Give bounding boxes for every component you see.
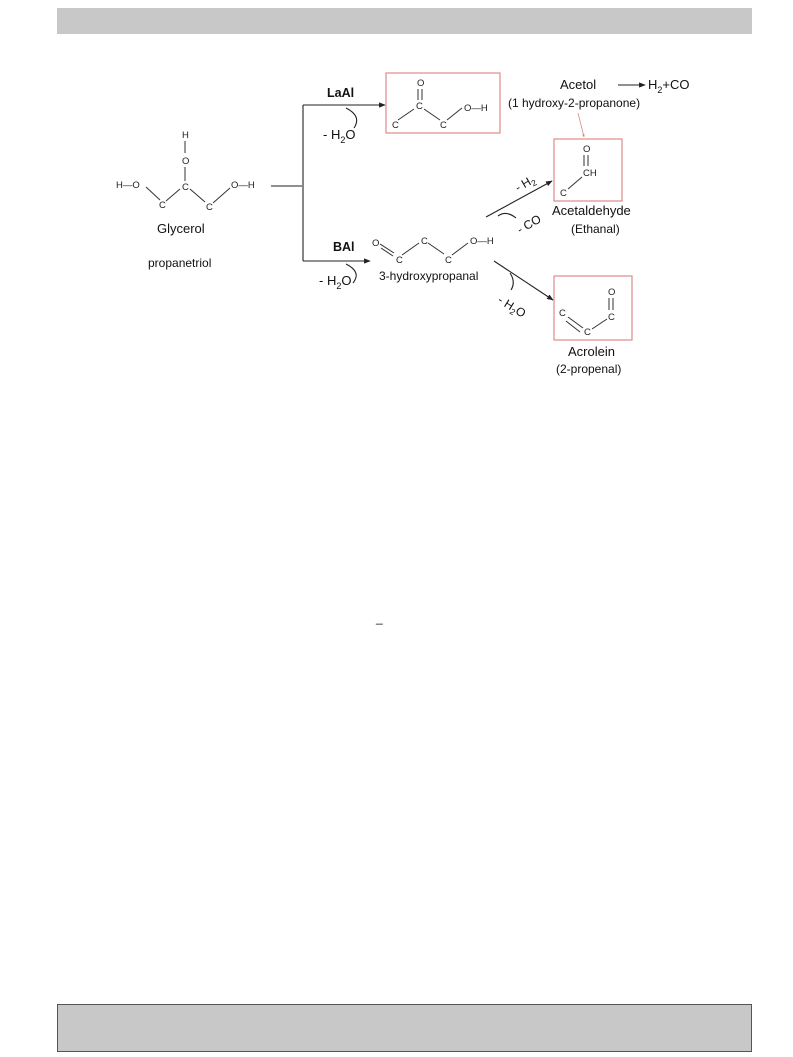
laal-elimination-label: - H2O: [323, 127, 355, 145]
acetol-atom-c2: C: [416, 101, 423, 112]
hydroxypropanal-structure: O C C C O—H: [372, 236, 494, 266]
acrolein-highlight-box: [553, 275, 633, 341]
acetol-to-acetaldehyde-pointer: [577, 112, 585, 138]
acrolein-alt-name: (2-propenal): [556, 362, 621, 376]
acetaldehyde-atom-c: C: [560, 188, 567, 199]
acetaldehyde-loss-co-label: - CO: [515, 212, 544, 237]
acrolein-atom-c1: C: [608, 312, 615, 323]
hpa-atom-c3: C: [445, 255, 452, 266]
acetol-atom-o: O: [417, 78, 424, 89]
acetaldehyde-structure: O CH C: [560, 144, 597, 199]
hydroxypropanal-name: 3-hydroxypropanal: [379, 269, 478, 283]
acetol-atom-c1: C: [392, 120, 399, 131]
acrolein-structure: O C C C: [559, 287, 615, 338]
acrolein-atom-c3: C: [559, 308, 566, 319]
acetaldehyde-loss-curve: [497, 212, 517, 219]
glycerol-bond-c3-o: [212, 187, 231, 204]
glycerol-atom-c1: C: [159, 200, 166, 211]
acetol-name: Acetol: [560, 77, 596, 92]
acetol-highlight-box: [385, 72, 501, 134]
to-acetaldehyde-arrow: [485, 180, 553, 218]
glycerol-bond-c1-c2: [165, 188, 181, 202]
acetaldehyde-alt-name: (Ethanal): [571, 222, 620, 236]
glycerol-atom-c2: C: [182, 182, 189, 193]
acetol-atom-oh: O—H: [464, 103, 488, 114]
glycerol-name: Glycerol: [157, 221, 205, 236]
acetaldehyde-atom-o: O: [583, 144, 590, 155]
glycerol-atom-oh-right: O—H: [231, 180, 255, 191]
hpa-atom-c2: C: [421, 236, 428, 247]
acetol-decomposition-products: H2+CO: [648, 77, 690, 95]
bal-elimination-label: - H2O: [319, 273, 351, 291]
acetol-atom-c3: C: [440, 120, 447, 131]
glycerol-structure: H O C H—O C C O—H: [116, 130, 255, 213]
acetaldehyde-atom-ch: CH: [583, 168, 597, 179]
page-header-bar: [57, 8, 752, 34]
laal-elimination-curve: [345, 107, 358, 129]
hpa-atom-oh: O—H: [470, 236, 494, 247]
hpa-atom-c1: C: [396, 255, 403, 266]
glycerol-bond-c2-c3: [189, 188, 206, 203]
acrolein-loss-curve: [509, 272, 514, 291]
glycerol-bond-o-c1: [145, 186, 161, 201]
acrolein-name: Acrolein: [568, 344, 615, 359]
laal-catalyst-label: LaAl: [327, 86, 354, 100]
stray-mark: _: [376, 611, 383, 625]
acetaldehyde-loss-h2-label: - H2: [513, 172, 539, 196]
acetaldehyde-highlight-box: [553, 138, 623, 202]
to-acrolein-arrow: [493, 260, 554, 301]
acetol-alt-name: (1 hydroxy-2-propanone): [508, 96, 640, 110]
acrolein-atom-o: O: [608, 287, 615, 298]
acetaldehyde-name: Acetaldehyde: [552, 203, 631, 218]
glycerol-atom-h-top: H: [182, 130, 189, 141]
glycerol-atom-ho-left: H—O: [116, 180, 140, 191]
glycerol-alt-name: propanetriol: [148, 256, 211, 270]
acrolein-loss-label: - H2O: [494, 293, 528, 323]
glycerol-atom-o-top: O: [182, 156, 189, 167]
glycerol-atom-c3: C: [206, 202, 213, 213]
hpa-atom-o: O: [372, 238, 379, 249]
page-footer-bar: [57, 1004, 752, 1052]
bal-elimination-curve: [345, 263, 357, 284]
acetol-structure: O C C C O—H: [392, 78, 488, 131]
bal-catalyst-label: BAl: [333, 240, 355, 254]
acrolein-atom-c2: C: [584, 327, 591, 338]
